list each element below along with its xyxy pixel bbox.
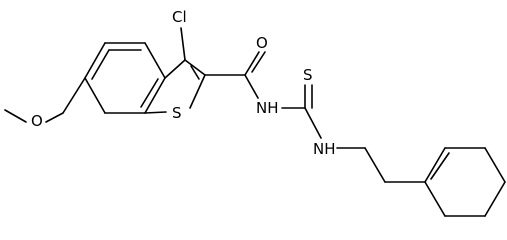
bond-c-n2 [304,107,322,139]
bond [144,42,166,79]
atom-o-methoxy: O [31,112,43,130]
bond-c-n [244,74,259,99]
bond-double-inner [91,49,110,80]
atom-o-carbonyl: O [256,34,268,52]
atom-s-thio: S [303,66,313,84]
bond-c-o-double [251,51,266,73]
bond [424,181,446,217]
bond-double-inner [190,65,200,80]
bond [84,42,106,79]
bond [144,77,166,114]
atom-s-ring: S [172,104,182,122]
benzene-ring [84,42,166,114]
bond [484,181,506,217]
bond-c-o-methoxy [45,112,64,123]
molecule-drawing: Cl O S NH S NH O [4,8,506,217]
structure-canvas: Cl O S NH S NH O [4,8,506,217]
bond [144,111,167,114]
bond [424,147,446,183]
bond-ch2-ch2 [364,147,386,183]
bond-o-ch3 [4,109,27,123]
bond [484,147,506,183]
bond [164,59,186,79]
bond-double-inner [430,152,450,180]
cyclohexene-ring [424,147,506,217]
bond-c-cl [180,27,186,61]
bond [189,74,206,109]
bond-c-ch2-left [62,77,86,114]
bond-double-inner [140,78,159,108]
bond-c-o [244,51,260,76]
atom-nh-1: NH [256,99,279,117]
atom-cl: Cl [172,8,187,26]
thiophene-ring [144,59,206,114]
bond [84,77,106,114]
atom-nh-2: NH [313,140,336,158]
bond [184,59,206,76]
